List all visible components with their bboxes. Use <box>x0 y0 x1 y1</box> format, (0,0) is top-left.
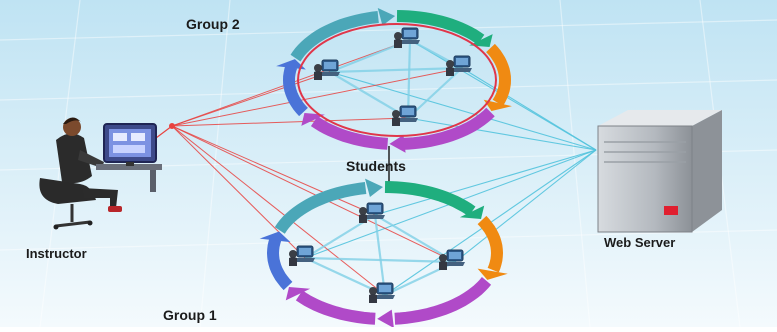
group-1-ring-arc <box>477 215 504 273</box>
group-2-ring-arc <box>396 10 485 45</box>
server-link <box>407 117 597 151</box>
group-1-ring-arrow <box>365 178 384 197</box>
students-label: Students <box>346 158 406 174</box>
group-2-label: Group 2 <box>186 16 240 32</box>
student-workstation-icon <box>394 27 420 48</box>
peer-link <box>374 214 456 263</box>
group-1-ring-arrow <box>459 205 485 220</box>
group-1-ring-arc <box>295 290 376 325</box>
server-link <box>329 71 597 151</box>
peer-link <box>304 256 456 264</box>
group-2-inner-ring <box>297 23 497 137</box>
group-1-ring-arrow <box>259 231 291 243</box>
group-1-label: Group 1 <box>163 307 217 323</box>
student-workstation-icon <box>369 282 395 303</box>
server-link <box>374 149 597 216</box>
instructor-hub <box>169 123 175 129</box>
group-2-ring-arrow <box>301 112 325 126</box>
group-1-ring-arrow <box>477 268 508 280</box>
student-workstation-icon <box>446 55 472 76</box>
group-2-ring-arc <box>486 43 512 107</box>
instructor-link <box>155 125 173 139</box>
group-2-ring-arrow <box>469 34 493 48</box>
instructor-link <box>171 71 331 127</box>
group-1-ring-arrow <box>377 309 394 329</box>
group-2-ring-arrow <box>483 99 512 112</box>
student-workstations <box>289 27 472 303</box>
peer-link <box>329 66 463 74</box>
group-rings <box>259 7 512 329</box>
group-1-ring-arc <box>394 277 492 325</box>
group-2-ring-arc <box>282 64 308 117</box>
peer-link <box>407 67 463 119</box>
group-2-ring-arc <box>402 107 495 150</box>
instructor-label: Instructor <box>26 246 87 261</box>
server-link <box>454 149 597 263</box>
group-1-ring-arrow <box>285 286 311 301</box>
server-tower-icon <box>597 110 722 233</box>
group-2-ring-arrow <box>377 7 396 26</box>
instructor-link <box>171 125 376 216</box>
group-1-ring-arc <box>384 181 476 217</box>
server-link <box>461 67 597 151</box>
instructor-link <box>171 117 409 127</box>
student-workstation-icon <box>392 105 418 126</box>
group-2-ring-arc <box>310 116 389 150</box>
student-workstation-icon <box>439 249 465 270</box>
student-workstation-icon <box>359 202 385 223</box>
group-2-ring-arrow <box>276 59 306 70</box>
instructor-link <box>171 125 386 296</box>
web-server-label: Web Server <box>604 235 676 250</box>
student-workstation-icon <box>289 245 315 266</box>
group-1-ring-arc <box>274 182 367 234</box>
group-1-ring-arc <box>266 237 293 291</box>
peer-link <box>406 39 412 119</box>
instructor-link <box>171 67 463 127</box>
student-workstation-icon <box>314 59 340 80</box>
person-at-computer-icon <box>39 117 162 230</box>
group-2-ring-arrow <box>389 134 406 153</box>
instructor-link <box>171 125 456 263</box>
group-2-ring-arc <box>290 11 379 62</box>
peer-link <box>373 214 387 296</box>
